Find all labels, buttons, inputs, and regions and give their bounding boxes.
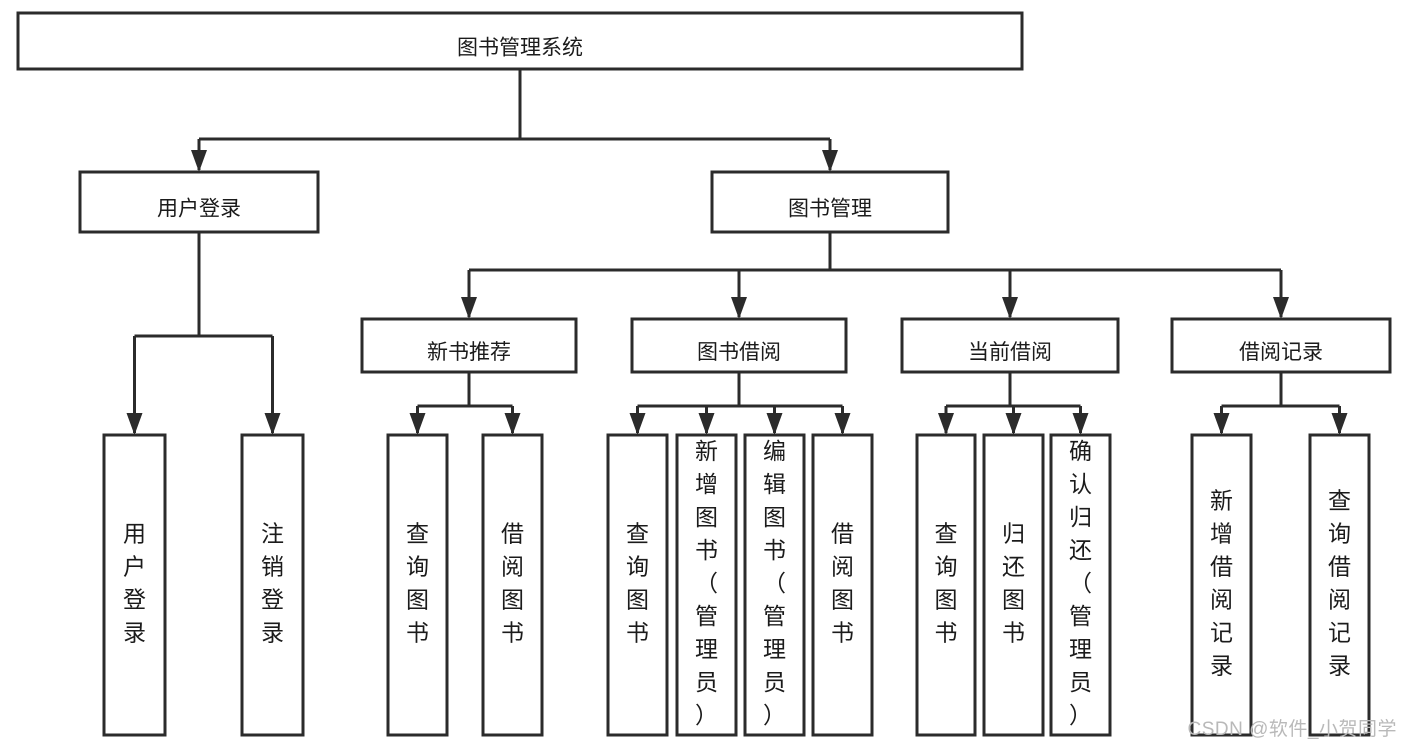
node-label: 用户登录 [157,198,241,221]
node-box [1049,433,1112,737]
node-label: 新增借阅记录 [1210,488,1233,679]
node-box [1170,317,1392,374]
node-borrow-book-2[interactable]: 借阅图书 [811,433,874,737]
node-book-borrow[interactable]: 图书借阅 [630,317,848,374]
node-label: 图书管理系统 [457,37,583,60]
connector-group [938,372,1089,435]
node-query-book-2[interactable]: 查询图书 [606,433,669,737]
arrow-head-icon [629,413,646,435]
node-box [915,433,977,737]
node-user-login-do[interactable]: 用户登录 [102,433,167,737]
node-return-book[interactable]: 归还图书 [982,433,1045,737]
arrow-head-icon [1273,297,1289,319]
node-box [240,433,305,737]
node-confirm-return[interactable]: 确认归还（管理员） [1049,433,1112,737]
node-current-borrow[interactable]: 当前借阅 [900,317,1120,374]
csdn-watermark: CSDN @软件_小贺同学 [1187,719,1397,740]
node-label: 查询图书 [406,521,429,646]
node-box [606,433,669,737]
node-box [900,317,1120,374]
node-label: 确认归还（管理员） [1069,438,1092,728]
node-book-manage[interactable]: 图书管理 [710,170,950,234]
node-label: 借阅图书 [501,521,524,646]
node-query-borrow-record[interactable]: 查询借阅记录 [1308,433,1371,737]
arrow-head-icon [698,413,715,435]
node-box [743,433,806,737]
node-box [1190,433,1253,737]
node-label: 借阅记录 [1239,341,1323,364]
node-label: 当前借阅 [968,341,1052,364]
node-box [710,170,950,234]
node-borrow-record[interactable]: 借阅记录 [1170,317,1392,374]
node-borrow-book-1[interactable]: 借阅图书 [481,433,544,737]
node-label: 新书推荐 [427,341,511,364]
nodes-layer: 用户登录用户登录注销登录图书管理新书推荐查询图书借阅图书图书借阅查询图书新增图书… [16,11,1392,737]
connector-group [461,232,1289,319]
node-box [386,433,449,737]
node-query-book-3[interactable]: 查询图书 [915,433,977,737]
connector-group [126,232,281,435]
arrow-head-icon [1331,413,1348,435]
arrow-head-icon [264,413,281,435]
arrow-head-icon [822,150,838,172]
node-box [982,433,1045,737]
node-undefined[interactable]: 图书管理系统 [16,11,1024,71]
node-box [811,433,874,737]
arrow-head-icon [191,150,207,172]
node-label: 查询借阅记录 [1328,488,1351,679]
node-box [630,317,848,374]
arrow-head-icon [938,413,954,435]
arrow-head-icon [766,413,783,435]
arrow-head-icon [834,413,851,435]
node-user-logout[interactable]: 注销登录 [240,433,305,737]
connector-group [1213,372,1348,435]
node-label: 查询图书 [626,521,649,646]
node-box [1308,433,1371,737]
arrow-head-icon [504,413,521,435]
node-box [360,317,578,374]
arrow-head-icon [1072,413,1089,435]
node-box [675,433,738,737]
connector-group [409,372,521,435]
node-label: 借阅图书 [831,521,854,646]
connector-group [191,69,838,172]
node-label: 新增图书（管理员） [695,438,718,728]
node-add-book[interactable]: 新增图书（管理员） [675,433,738,737]
node-label: 归还图书 [1002,521,1025,646]
node-label: 用户登录 [123,521,146,646]
arrow-head-icon [409,413,426,435]
node-box [16,11,1024,71]
connector-group [629,372,851,435]
node-add-borrow-record[interactable]: 新增借阅记录 [1190,433,1253,737]
node-label: 注销登录 [261,521,284,646]
node-new-book-recommend[interactable]: 新书推荐 [360,317,578,374]
arrow-head-icon [126,413,143,435]
node-user-login[interactable]: 用户登录 [78,170,320,234]
arrow-head-icon [1002,297,1018,319]
arrow-head-icon [461,297,477,319]
node-label: 图书借阅 [697,341,781,364]
node-label: 图书管理 [788,198,872,221]
arrow-head-icon [731,297,747,319]
connectors-layer [126,69,1348,435]
node-box [102,433,167,737]
arrow-head-icon [1213,413,1230,435]
node-label: 编辑图书（管理员） [763,438,786,728]
arrow-head-icon [1005,413,1022,435]
node-query-book-1[interactable]: 查询图书 [386,433,449,737]
node-box [481,433,544,737]
node-box [78,170,320,234]
node-edit-book[interactable]: 编辑图书（管理员） [743,433,806,737]
node-label: 查询图书 [935,521,958,646]
